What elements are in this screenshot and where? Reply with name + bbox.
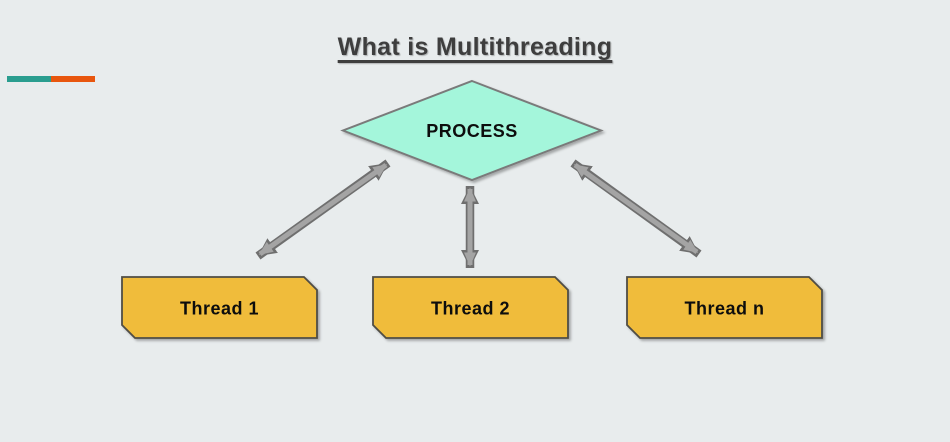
accent-bar xyxy=(7,76,95,82)
thread-1-node: Thread 1 xyxy=(121,276,318,339)
process-diamond-shape xyxy=(340,79,604,182)
thread-2-label: Thread 2 xyxy=(431,299,510,319)
double-arrow-right-icon xyxy=(570,159,702,258)
double-arrow-left-icon xyxy=(255,159,391,260)
accent-bar-teal-segment xyxy=(7,76,51,82)
process-node: PROCESS xyxy=(340,79,604,182)
accent-bar-orange-segment xyxy=(51,76,95,82)
process-label: PROCESS xyxy=(426,121,518,141)
thread-1-box-shape xyxy=(121,276,318,339)
page-title: What is Multithreading xyxy=(337,33,613,61)
thread-2-box-shape xyxy=(372,276,569,339)
thread-2-node: Thread 2 xyxy=(372,276,569,339)
thread-n-label: Thread n xyxy=(684,299,764,319)
thread-n-node: Thread n xyxy=(626,276,823,339)
thread-1-label: Thread 1 xyxy=(180,299,259,319)
thread-n-box-shape xyxy=(626,276,823,339)
